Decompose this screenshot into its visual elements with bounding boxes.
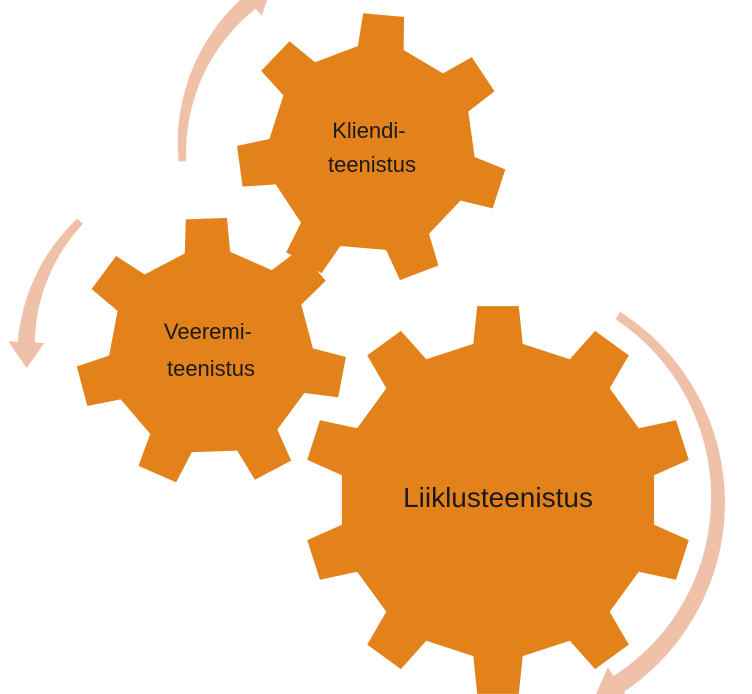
gear-kliendi-label-line-1: Kliendi- <box>332 118 405 143</box>
gear-liiklus-label: Liiklusteenistus <box>403 482 593 513</box>
gear-layer: Kliendi- teenistus Veeremi- teenistus Li… <box>76 13 689 694</box>
gear-kliendi: Kliendi- teenistus <box>237 13 506 281</box>
cycle-arrow-up <box>177 0 268 162</box>
arrow-layer <box>8 0 725 694</box>
cycle-arrow-down-left <box>8 218 83 369</box>
gear-kliendi-label: Kliendi- teenistus <box>328 118 416 177</box>
cycle-arrow-down-right <box>596 311 725 694</box>
gear-veeremi: Veeremi- teenistus <box>76 217 346 483</box>
gear-veeremi-label: Veeremi- teenistus <box>164 319 258 381</box>
gear-kliendi-label-line-2: teenistus <box>328 152 416 177</box>
gear-kliendi-shape <box>237 13 506 281</box>
gear-liiklus-label-line-1: Liiklusteenistus <box>403 482 593 513</box>
gear-veeremi-shape <box>76 217 346 483</box>
gear-veeremi-label-line-2: teenistus <box>167 356 255 381</box>
gear-liiklus-shape <box>307 306 689 694</box>
gear-veeremi-label-line-1: Veeremi- <box>164 319 252 344</box>
gear-liiklus: Liiklusteenistus <box>307 306 689 694</box>
